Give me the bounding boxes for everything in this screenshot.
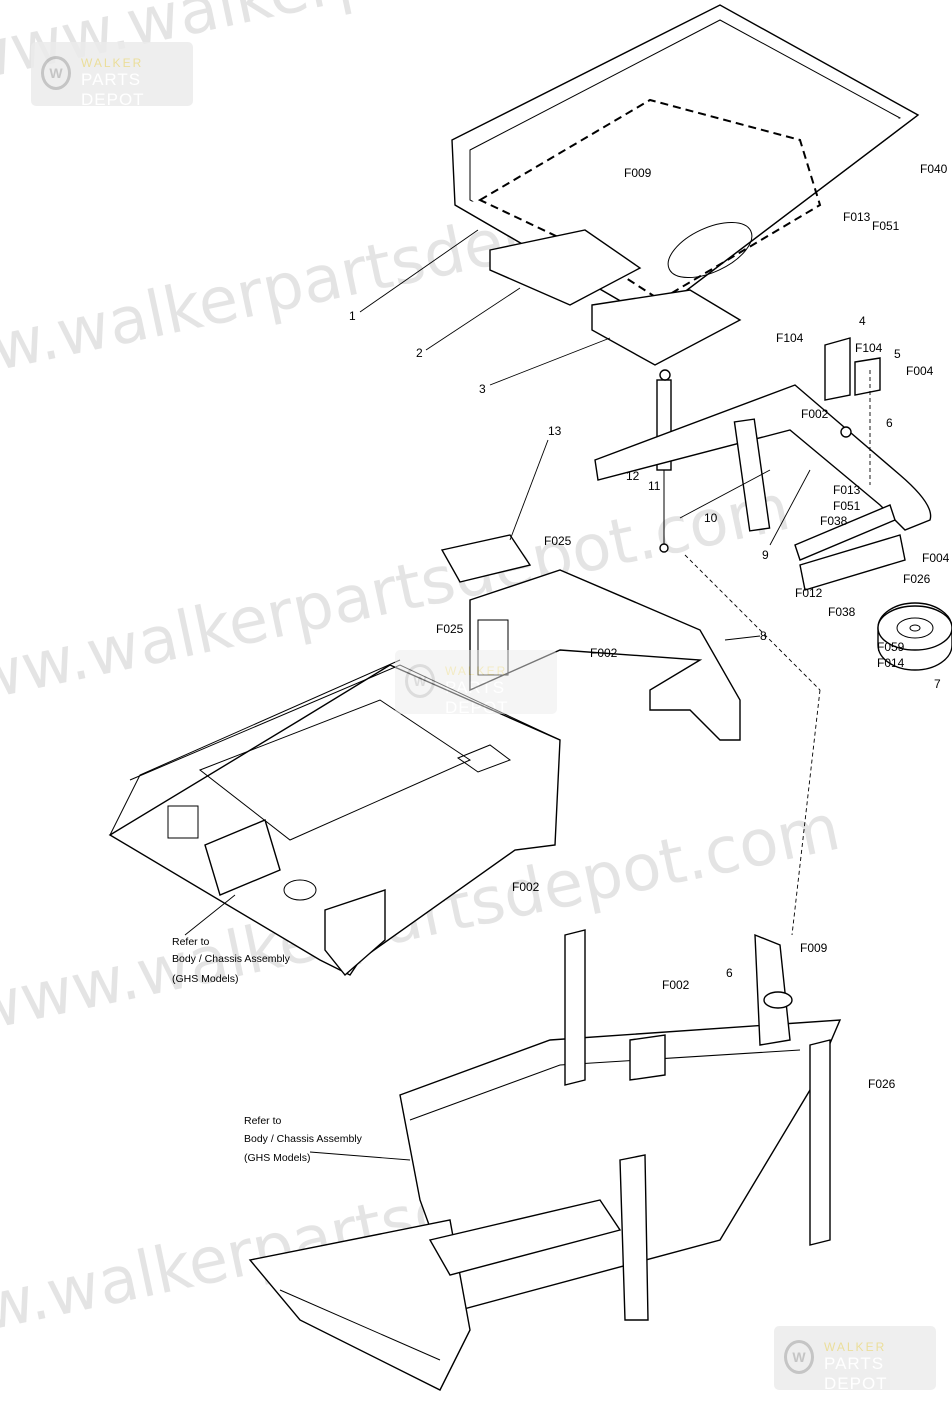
callout-10: 10 (704, 511, 718, 525)
callout-9: 9 (762, 548, 769, 562)
reference-note-line1: Refer to (244, 1115, 282, 1127)
reference-note-line2: Body / Chassis Assembly (244, 1133, 363, 1145)
pivot-part-6 (840, 426, 852, 438)
hopper-arm-part-9 (594, 384, 932, 591)
callout-6: 6 (886, 416, 893, 430)
callout-f002: F002 (662, 978, 690, 992)
logo-line1: WALKER (445, 664, 508, 678)
callout-f051: F051 (833, 499, 861, 513)
callout-f040: F040 (920, 162, 948, 176)
callout-f104: F104 (855, 341, 883, 355)
callout-f012: F012 (795, 586, 823, 600)
callout-2: 2 (416, 346, 423, 360)
callout-f002: F002 (590, 646, 618, 660)
logo-line1: WALKER (81, 56, 144, 70)
wheel-part-7 (877, 602, 952, 671)
callout-f038: F038 (820, 514, 848, 528)
callout-4: 4 (859, 314, 866, 328)
logo-line2: PARTS DEPOT (824, 1354, 888, 1393)
walker-logo-icon: W (405, 664, 435, 698)
callout-f025: F025 (436, 622, 464, 636)
callout-labels: F009 F040 F013 F051 1 2 3 4 F104 F104 5 … (172, 162, 950, 1164)
callout-7: 7 (934, 677, 941, 691)
callout-f013: F013 (843, 210, 871, 224)
pad-part-3 (591, 289, 742, 366)
walker-logo-icon: W (41, 56, 71, 90)
callout-3: 3 (479, 382, 486, 396)
callout-f059: F059 (877, 640, 905, 654)
leader-lines (184, 229, 871, 1161)
walker-logo-icon: W (784, 1340, 814, 1374)
reference-note-line3: (GHS Models) (244, 1152, 311, 1164)
cover-part-13 (440, 534, 532, 583)
callout-f026: F026 (903, 572, 931, 586)
callout-13: 13 (548, 424, 562, 438)
callout-f026: F026 (868, 1077, 896, 1091)
reference-note-line3: (GHS Models) (172, 973, 239, 985)
callout-f004: F004 (922, 551, 950, 565)
watermark-logo: W WALKER PARTS DEPOT (395, 650, 557, 717)
callout-f038: F038 (828, 605, 856, 619)
body-assembly (108, 659, 561, 977)
callout-f004: F004 (906, 364, 934, 378)
callout-f013: F013 (833, 483, 861, 497)
callout-11: 11 (648, 479, 661, 493)
watermark-logo: W WALKER PARTS DEPOT (31, 42, 193, 109)
pad-part-2 (489, 229, 642, 306)
bracket-part-4 (824, 337, 851, 401)
callout-f002: F002 (801, 407, 829, 421)
callout-f051: F051 (872, 219, 900, 233)
callout-6: 6 (726, 966, 733, 980)
logo-line2: PARTS DEPOT (81, 70, 145, 109)
callout-12: 12 (626, 469, 640, 483)
watermark-logo: W WALKER PARTS DEPOT (774, 1326, 936, 1393)
callout-f002: F002 (512, 880, 540, 894)
plate-part-5 (854, 357, 881, 396)
callout-f025: F025 (544, 534, 572, 548)
callout-5: 5 (894, 347, 901, 361)
callout-1: 1 (349, 309, 356, 323)
chassis-frame (248, 929, 842, 1391)
callout-8: 8 (760, 629, 767, 643)
callout-f104: F104 (776, 331, 804, 345)
reference-note-line1: Refer to (172, 936, 210, 948)
logo-line2: PARTS DEPOT (445, 678, 509, 717)
callout-f014: F014 (877, 656, 905, 670)
logo-line1: WALKER (824, 1340, 887, 1354)
callout-f009: F009 (624, 166, 652, 180)
callout-f009: F009 (800, 941, 828, 955)
reference-note-line2: Body / Chassis Assembly (172, 953, 291, 965)
